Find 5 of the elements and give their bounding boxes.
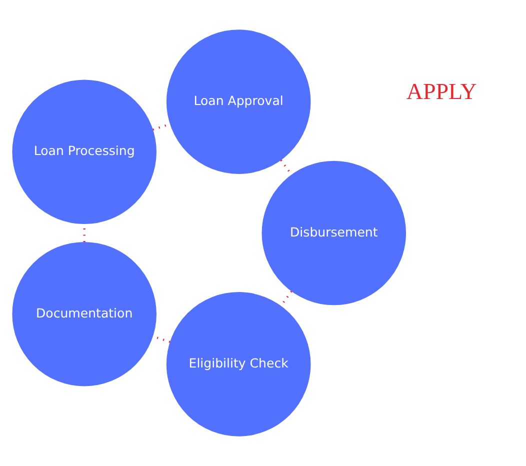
- node-circle: Eligibility Check: [166, 292, 311, 436]
- node-circle: Loan Approval: [166, 30, 311, 174]
- node-circle: Loan Processing: [12, 80, 156, 224]
- label: APPLY: [406, 78, 477, 104]
- node-circle: Documentation: [12, 242, 156, 386]
